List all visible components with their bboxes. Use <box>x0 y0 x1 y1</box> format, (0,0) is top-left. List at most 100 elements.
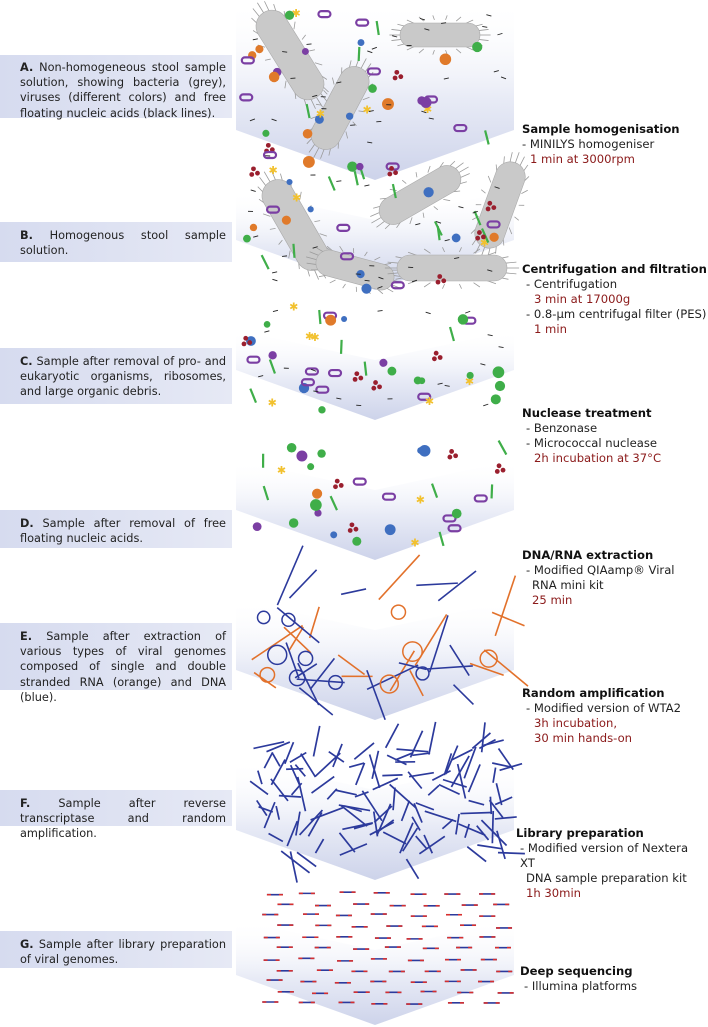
virus-rod <box>305 103 311 119</box>
panel-letter: B. <box>20 229 33 242</box>
amplified-strand <box>443 753 453 776</box>
flagellum <box>342 283 346 289</box>
amplified-strand <box>278 794 302 798</box>
virus-capsule <box>265 205 281 214</box>
virus-particle <box>387 366 397 376</box>
step-title: Centrifugation and filtration <box>522 262 707 276</box>
phage <box>333 478 344 490</box>
panel-description: Homogenous stool sample solution. <box>20 229 227 258</box>
amplified-strand <box>344 805 363 813</box>
panel-label-f: F. Sample after reverse transcriptase an… <box>0 794 232 844</box>
virus-capsule <box>304 367 320 376</box>
flagellum <box>339 245 344 252</box>
virus-capsule <box>447 524 462 533</box>
phage <box>475 230 486 241</box>
amplified-strand <box>263 751 274 769</box>
panel-description: Sample after library preparation of vira… <box>20 938 226 967</box>
viral-genome <box>491 611 525 627</box>
virus-star: ✱ <box>316 107 325 120</box>
amplified-strand <box>415 835 428 850</box>
step-sequencing: Deep sequencing - Illumina platforms <box>520 964 706 994</box>
amplified-strand <box>300 753 317 778</box>
phage <box>249 166 260 177</box>
virus-capsule <box>352 477 367 486</box>
nucleic-acid <box>493 70 499 73</box>
nucleic-acid <box>281 255 288 257</box>
flagellum <box>442 247 445 253</box>
flagellum <box>359 58 367 70</box>
amplified-strand <box>492 767 497 783</box>
flagellum <box>475 204 482 206</box>
nucleic-acid <box>252 38 258 41</box>
virus-particle <box>288 518 299 528</box>
flagellum <box>473 282 481 288</box>
nucleic-acid <box>364 184 370 187</box>
virus-rod <box>262 485 270 501</box>
viral-genome <box>251 624 304 661</box>
amplified-strand <box>411 816 421 831</box>
viral-genome <box>452 684 475 706</box>
nucleic-acid <box>312 94 318 98</box>
amplified-strand <box>263 801 276 829</box>
flagellum <box>288 250 291 259</box>
virus-particle <box>314 509 322 517</box>
flagellum <box>313 146 321 158</box>
virus-rod <box>375 20 380 36</box>
phage-lobe <box>394 69 400 75</box>
virus-rod <box>363 361 368 376</box>
virus-particle <box>352 536 362 546</box>
flagellum <box>306 256 318 261</box>
virus-particle <box>379 358 388 367</box>
amplified-strand <box>342 822 374 831</box>
flagellum <box>455 16 462 22</box>
virus-rod <box>484 130 490 145</box>
panel-label-a: A. Non-homogeneous stool sample solution… <box>0 58 232 123</box>
amplified-strand <box>456 763 467 799</box>
virus-star: ✱ <box>268 164 277 177</box>
viral-genome <box>409 670 424 697</box>
phage <box>432 350 443 362</box>
phage-lobe <box>353 526 359 532</box>
phage <box>241 335 253 347</box>
amplified-strand <box>427 784 440 796</box>
step-centrifugation: Centrifugation and filtration - Centrifu… <box>522 262 708 337</box>
amplified-strand <box>294 764 306 777</box>
phage-lobe <box>241 341 247 347</box>
virus-rod <box>448 326 455 342</box>
amplified-strand <box>270 759 286 786</box>
circular-genome <box>288 669 306 687</box>
label-band <box>0 55 232 118</box>
phage-lobe <box>441 278 447 284</box>
amplified-strand <box>295 811 301 836</box>
phage-lobe <box>433 350 439 356</box>
nucleic-acid <box>500 76 507 80</box>
step-time: 30 min hands-on <box>534 731 633 745</box>
step-detail: - Benzonase <box>526 421 598 435</box>
flagellum <box>401 179 407 184</box>
phage <box>494 463 506 474</box>
virus-rod <box>329 495 338 511</box>
amplified-strand <box>468 799 485 806</box>
step-time: 1 min at 3000rpm <box>530 152 635 166</box>
nucleic-acid <box>367 50 373 54</box>
virus-particle <box>296 450 308 462</box>
nucleic-acid <box>424 28 430 31</box>
panel-description: Sample after removal of free floating nu… <box>20 517 227 546</box>
virus-particle <box>357 39 365 47</box>
step-detail: - Modified version of Nextera XT <box>520 841 689 870</box>
phage-lobe <box>487 200 493 206</box>
amplified-strand <box>489 796 493 815</box>
process-band <box>236 600 514 720</box>
virus-particle <box>494 380 506 392</box>
virus-particle <box>472 41 483 53</box>
amplified-strand <box>338 832 356 853</box>
nucleic-acid <box>258 375 264 378</box>
virus-particle <box>286 178 293 186</box>
virus-particle <box>330 531 338 539</box>
phage-lobe <box>358 375 364 381</box>
phage-lobe <box>349 522 355 528</box>
nucleic-acid <box>368 110 374 112</box>
amplified-strand <box>423 834 434 854</box>
process-band <box>236 460 514 560</box>
virus-capsule <box>355 18 370 27</box>
